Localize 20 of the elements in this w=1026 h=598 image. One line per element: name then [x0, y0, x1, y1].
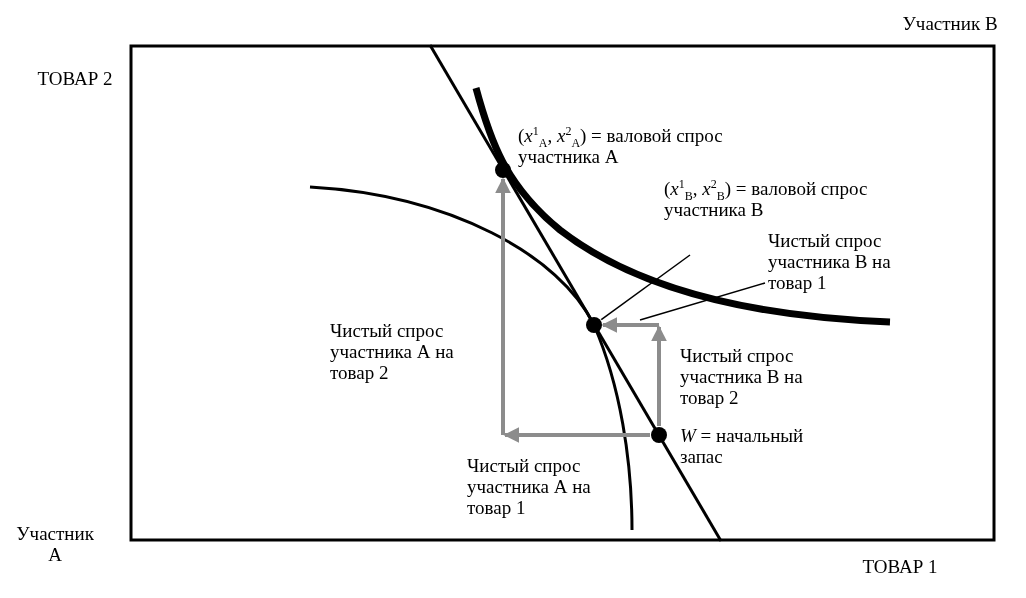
corner-label: Участник А	[15, 523, 95, 565]
axis-label: ТОВАР 1	[861, 556, 939, 577]
annotation-text: Чистый спрос участника А на товар 1	[467, 455, 592, 518]
point-dot	[495, 162, 511, 178]
axis-label: ТОВАР 2	[36, 68, 114, 89]
corner-label: Участник В	[901, 13, 999, 34]
point-dot	[651, 427, 667, 443]
arrow	[495, 177, 511, 435]
annotation-text: Чистый спрос участника В на товар 2	[680, 345, 804, 408]
point-label: (x$^{1}$$_{А}$, x$^{2}$$_{А}$) = валовой спрос участника А	[518, 125, 724, 167]
arrow	[601, 317, 659, 333]
callout-text: Чистый спрос участника В на товар 1	[768, 230, 908, 293]
annotation-text: Чистый спрос участника А на товар 2	[330, 320, 455, 383]
leader-line	[600, 254, 691, 321]
point-dot	[586, 317, 602, 333]
callout-text: (x$^{1}$$_{В}$, x$^{2}$$_{В}$) = валовой спрос участника В	[664, 178, 889, 220]
arrow	[651, 325, 667, 426]
arrow	[503, 427, 650, 443]
leader-line	[639, 282, 766, 321]
point-label: W = начальный запас	[680, 425, 805, 467]
